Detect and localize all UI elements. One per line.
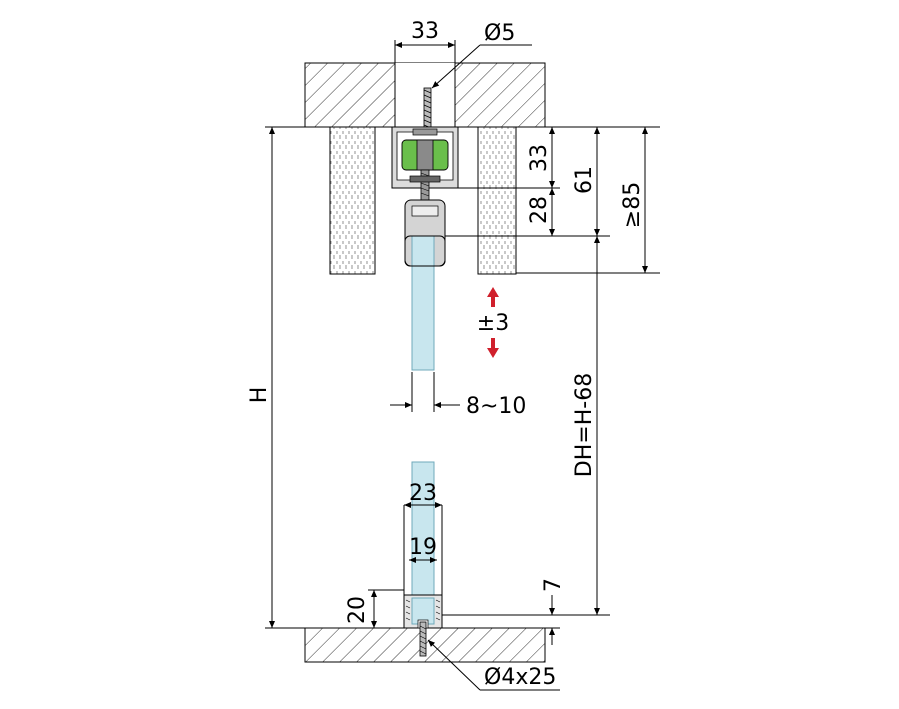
track-width-label: 33	[411, 19, 439, 44]
dim-right-group: 33 28 61 ≥85	[445, 126, 660, 274]
dim-guide-widths: 23 19	[404, 481, 442, 563]
guide-inner-label: 19	[409, 535, 437, 560]
top-screw	[423, 87, 432, 133]
glass-panel-top	[411, 235, 435, 371]
overall-height-label: H	[247, 387, 272, 404]
floor-guide	[403, 505, 443, 629]
floor-gap-label: 7	[541, 578, 566, 592]
roller-carriage	[401, 139, 449, 201]
screw-top-label: Ø5	[484, 21, 515, 46]
adjust-label: ±3	[477, 311, 509, 336]
dim-track-width: 33	[394, 19, 456, 63]
arrow-down-icon	[487, 338, 499, 358]
guide-height-label: 20	[345, 596, 370, 624]
dim-screw-bottom: Ø4x25	[427, 639, 560, 691]
guide-outer-label: 23	[409, 481, 437, 506]
total-top-label: 61	[572, 166, 597, 194]
dim-floor-gap: 7	[541, 578, 566, 645]
adjust-indicator: ±3	[477, 287, 509, 358]
ceiling-min-label: ≥85	[620, 182, 645, 228]
wood-panel-right	[477, 126, 517, 275]
dim-glass-thickness: 8~10	[390, 372, 526, 419]
screw-bottom-label: Ø4x25	[484, 665, 556, 690]
glass-thickness-label: 8~10	[466, 394, 526, 419]
door-height-label: DH=H-68	[572, 373, 597, 477]
bottom-screw	[419, 621, 427, 657]
dim-guide-height: 20	[345, 589, 404, 628]
arrow-up-icon	[487, 287, 499, 307]
wood-panel-left	[329, 126, 376, 275]
carriage-height-label: 28	[527, 196, 552, 224]
track-height-label: 33	[527, 144, 552, 172]
dim-door-height: DH=H-68	[442, 236, 610, 616]
dim-overall-height: H	[247, 126, 305, 629]
dim-screw-top: Ø5	[431, 21, 532, 89]
